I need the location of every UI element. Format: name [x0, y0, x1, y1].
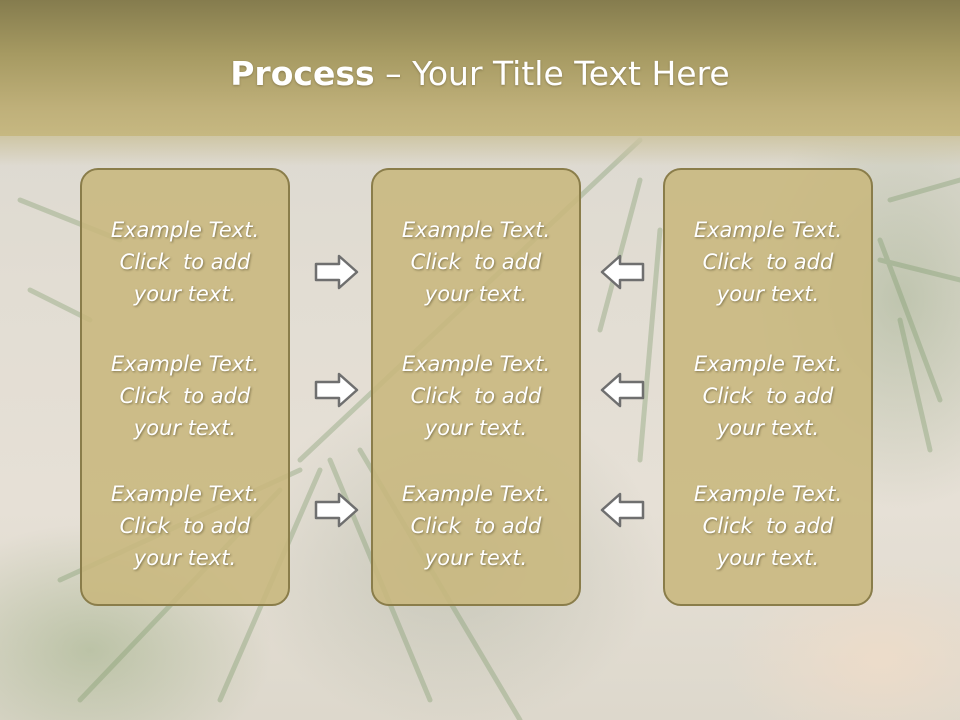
- process-column-1[interactable]: Example Text. Click to add your text. Ex…: [80, 168, 290, 606]
- text-placeholder[interactable]: Example Text. Click to add your text.: [693, 218, 843, 306]
- title-rest: – Your Title Text Here: [374, 54, 730, 93]
- process-column-2[interactable]: Example Text. Click to add your text. Ex…: [371, 168, 581, 606]
- title-bar-fade: [0, 136, 960, 166]
- text-placeholder[interactable]: Example Text. Click to add your text.: [401, 218, 551, 306]
- text-placeholder[interactable]: Example Text. Click to add your text.: [693, 352, 843, 440]
- title-bold: Process: [230, 54, 375, 93]
- arrow-right-icon: [314, 492, 359, 528]
- arrow-right-icon: [314, 254, 359, 290]
- process-column-3[interactable]: Example Text. Click to add your text. Ex…: [663, 168, 873, 606]
- text-placeholder[interactable]: Example Text. Click to add your text.: [110, 218, 260, 306]
- text-placeholder[interactable]: Example Text. Click to add your text.: [110, 482, 260, 570]
- slide-title[interactable]: Process – Your Title Text Here: [0, 52, 960, 96]
- arrow-right-icon: [314, 372, 359, 408]
- arrow-left-icon: [600, 492, 645, 528]
- text-placeholder[interactable]: Example Text. Click to add your text.: [110, 352, 260, 440]
- arrow-left-icon: [600, 372, 645, 408]
- text-placeholder[interactable]: Example Text. Click to add your text.: [693, 482, 843, 570]
- text-placeholder[interactable]: Example Text. Click to add your text.: [401, 482, 551, 570]
- title-bar: [0, 0, 960, 136]
- text-placeholder[interactable]: Example Text. Click to add your text.: [401, 352, 551, 440]
- arrow-left-icon: [600, 254, 645, 290]
